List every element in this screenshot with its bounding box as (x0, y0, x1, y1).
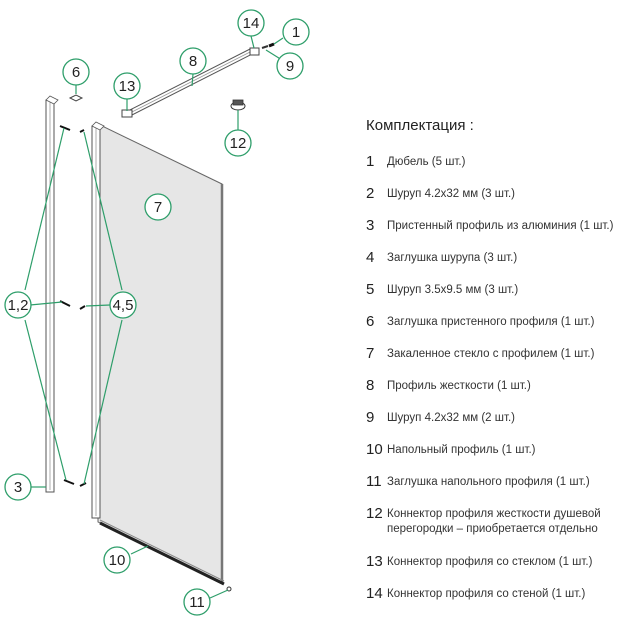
leader-lines (24, 35, 284, 599)
callout-label: 6 (72, 64, 80, 81)
glass-connector (121, 109, 133, 118)
callout-3: 3 (4, 473, 32, 501)
legend-item-number: 2 (366, 185, 375, 202)
legend-item-number: 13 (366, 553, 383, 570)
callout-label: 7 (154, 199, 162, 216)
glass-profile (91, 121, 105, 519)
callout-label: 8 (189, 53, 197, 70)
legend-item-number: 4 (366, 249, 375, 266)
legend-item: 6 Заглушка пристенного профиля (1 шт.) (366, 314, 627, 330)
screw-set-top (59, 125, 85, 133)
legend-item: 5 Шуруп 3.5х9.5 мм (3 шт.) (366, 282, 627, 298)
callout-circle (237, 9, 265, 37)
legend-item-number: 12 (366, 505, 383, 522)
callout-14: 14 (237, 9, 265, 37)
legend-item-label: Пристенный профиль из алюминия (1 шт.) (387, 220, 614, 232)
callout-label: 1,2 (8, 297, 29, 314)
callout-label: 14 (243, 15, 260, 32)
callout-8: 8 (179, 47, 207, 75)
screw-set-middle (59, 300, 86, 310)
exploded-assembly-diagram: 14 1 9 8 6 13 12 7 1,2 4,5 3 10 11 (4, 9, 310, 616)
legend-item-label: Шуруп 3.5х9.5 мм (3 шт.) (387, 284, 519, 296)
legend-item-number: 6 (366, 313, 375, 330)
legend-item-number: 10 (366, 441, 383, 458)
callout-12: 12 (224, 129, 252, 157)
legend-item: 11 Заглушка напольного профиля (1 шт.) (366, 474, 627, 490)
legend-item: 8 Профиль жесткости (1 шт.) (366, 378, 627, 394)
callout-label: 10 (109, 552, 126, 569)
legend-item-number: 14 (366, 585, 383, 602)
stiffness-connector (230, 99, 246, 111)
callout-circle (183, 588, 211, 616)
wall-profile-cap (68, 94, 84, 102)
legend-item-label: Дюбель (5 шт.) (387, 156, 466, 168)
callout-circle (224, 129, 252, 157)
legend-item-number: 11 (366, 473, 382, 490)
floor-profile (99, 519, 225, 586)
callout-circle (282, 18, 310, 46)
legend-item-label: Заглушка пристенного профиля (1 шт.) (387, 316, 595, 328)
callout-1: 1 (282, 18, 310, 46)
callout-label: 4,5 (113, 297, 134, 314)
callout-label: 12 (230, 135, 247, 152)
legend-item: 13 Коннектор профиля со стеклом (1 шт.) (366, 554, 627, 570)
callout-7: 7 (144, 193, 172, 221)
legend-item-label: Шуруп 4.2х32 мм (2 шт.) (387, 412, 515, 424)
callout-11: 11 (183, 588, 211, 616)
callout-13: 13 (113, 72, 141, 100)
callout-circle (109, 291, 137, 319)
legend-item-label: Коннектор профиля со стеклом (1 шт.) (387, 556, 593, 568)
legend-item: 10 Напольный профиль (1 шт.) (366, 442, 627, 458)
callout-circle (144, 193, 172, 221)
legend-item-number: 3 (366, 217, 375, 234)
legend-item: 2 Шуруп 4.2х32 мм (3 шт.) (366, 186, 627, 202)
legend-item-number: 8 (366, 377, 375, 394)
legend-item-label: Коннектор профиля жесткости душевой пере… (387, 508, 601, 535)
callout-1-2: 1,2 (4, 291, 32, 319)
callout-circle (4, 473, 32, 501)
legend-item-number: 9 (366, 409, 375, 426)
legend-title: Комплектация : (366, 117, 474, 134)
callout-label: 3 (14, 479, 22, 496)
callout-circle (113, 72, 141, 100)
callout-circle (103, 546, 131, 574)
legend-item: 1 Дюбель (5 шт.) (366, 154, 627, 170)
legend-item: 3 Пристенный профиль из алюминия (1 шт.) (366, 218, 627, 234)
legend-item: 4 Заглушка шурупа (3 шт.) (366, 250, 627, 266)
legend-item: 14 Коннектор профиля со стеной (1 шт.) (366, 586, 627, 602)
callout-circle (4, 291, 32, 319)
legend-item-label: Коннектор профиля со стеной (1 шт.) (387, 588, 586, 600)
callout-label: 13 (119, 78, 136, 95)
screw-set-bottom (63, 479, 87, 487)
legend-item-label: Заглушка напольного профиля (1 шт.) (387, 476, 590, 488)
glass-panel (97, 123, 223, 585)
legend-item-label: Профиль жесткости (1 шт.) (387, 380, 531, 392)
wall-profile (45, 95, 59, 493)
legend-item-number: 1 (366, 153, 375, 170)
callout-label: 1 (292, 24, 300, 41)
legend-item-label: Шуруп 4.2х32 мм (3 шт.) (387, 188, 515, 200)
legend-item: 9 Шуруп 4.2х32 мм (2 шт.) (366, 410, 627, 426)
dowel-1 (268, 42, 275, 48)
legend-item-number: 7 (366, 345, 375, 362)
callout-circle (62, 58, 90, 86)
legend-item: 7 Закаленное стекло с профилем (1 шт.) (366, 346, 627, 362)
legend-item-label: Напольный профиль (1 шт.) (387, 444, 536, 456)
callout-circle (179, 47, 207, 75)
screw-9 (261, 45, 269, 49)
callout-label: 11 (189, 594, 205, 611)
callout-circle (276, 52, 304, 80)
wall-connector (249, 47, 260, 56)
callout-9: 9 (276, 52, 304, 80)
callout-10: 10 (103, 546, 131, 574)
legend-item-label: Заглушка шурупа (3 шт.) (387, 252, 518, 264)
callout-4-5: 4,5 (109, 291, 137, 319)
legend-item-label: Закаленное стекло с профилем (1 шт.) (387, 348, 595, 360)
legend-item-number: 5 (366, 281, 375, 298)
callout-label: 9 (286, 58, 294, 75)
callout-6: 6 (62, 58, 90, 86)
